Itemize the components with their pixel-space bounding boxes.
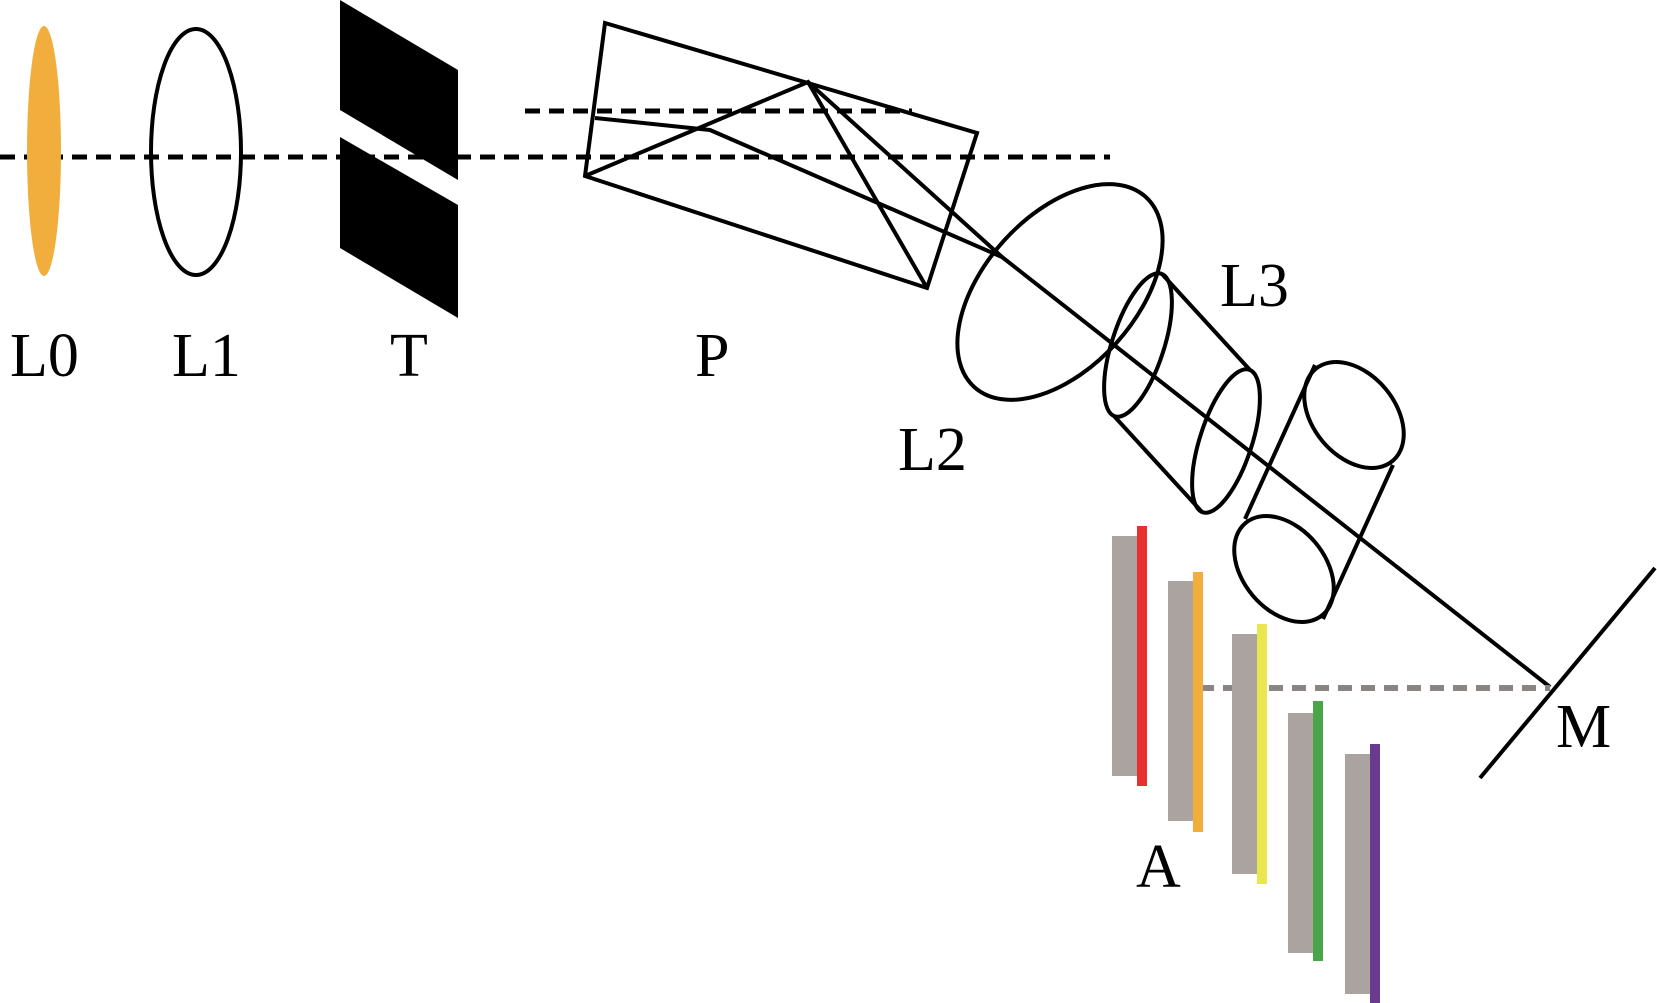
- prism-ray-path-1: [594, 116, 1003, 259]
- detector-plate-1: [1112, 536, 1137, 776]
- label-m: M: [1556, 693, 1611, 761]
- detector-plate-3: [1232, 634, 1257, 874]
- cylinder-l3-top-edge: [1160, 272, 1252, 372]
- label-a: A: [1136, 833, 1181, 901]
- cylinder-second-right-edge: [1321, 464, 1395, 620]
- slit-lower-plate: [340, 137, 458, 318]
- cylinder-second-upper-face: [1302, 360, 1406, 470]
- detector-strip-green: [1313, 701, 1323, 961]
- detector-strip-red: [1137, 526, 1147, 786]
- label-l2: L2: [898, 416, 967, 484]
- label-t: T: [390, 322, 428, 390]
- detector-strip-purple: [1370, 744, 1380, 1003]
- cylinder-second-left-edge: [1243, 364, 1317, 520]
- lens-l1: [149, 27, 243, 277]
- detector-plate-5: [1345, 754, 1370, 994]
- label-l3: L3: [1220, 252, 1289, 320]
- cylinder-l3-far-face: [1190, 367, 1262, 515]
- slit-upper-plate: [340, 0, 458, 180]
- label-l1: L1: [172, 322, 241, 390]
- exit-ray: [1000, 255, 1552, 689]
- cylinder-second: [1232, 360, 1406, 624]
- detector-plate-2: [1168, 581, 1193, 821]
- cylinder-second-lower-face: [1232, 514, 1336, 624]
- detector-strip-yellow: [1257, 624, 1267, 884]
- prism-p: [582, 20, 1004, 291]
- detector-plate-4: [1288, 713, 1313, 953]
- label-p: P: [695, 322, 729, 390]
- lens-l2: [955, 182, 1165, 402]
- label-l0: L0: [10, 322, 79, 390]
- mirror-m: [1478, 566, 1657, 780]
- prism-ray-path-3: [806, 80, 1004, 259]
- detector-array-a: [1112, 526, 1380, 1003]
- detector-strip-orange: [1193, 572, 1203, 832]
- cylinder-l3: [1102, 271, 1262, 515]
- cylinder-l3-near-face: [1102, 271, 1174, 419]
- cylinder-l3-bottom-edge: [1112, 414, 1204, 514]
- lens-l0: [27, 26, 61, 276]
